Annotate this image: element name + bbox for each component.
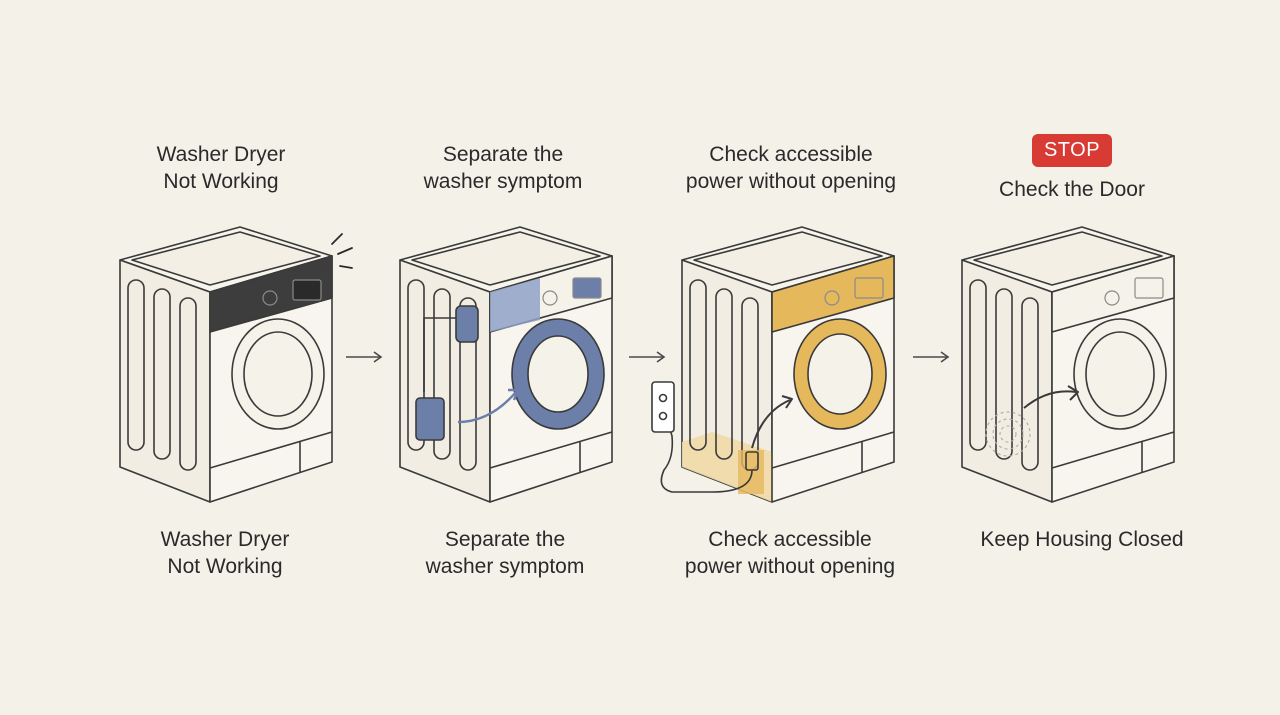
step-2-bottom-label: Separate the washer symptom [425, 528, 585, 578]
washing-machine-icon [119, 226, 353, 503]
step-3-bottom-label: Check accessible power without opening [684, 528, 896, 578]
step-4-top-label: Check the Door [999, 178, 1145, 201]
component-highlight [415, 397, 445, 441]
washing-machine-icon [399, 226, 613, 503]
washing-machine-icon [651, 226, 895, 503]
door-latch-hint [985, 411, 1031, 457]
washer-door [1073, 318, 1167, 430]
washing-machine-icon [961, 226, 1175, 503]
component-highlight [455, 305, 479, 343]
step-2-top-label: Separate the washer symptom [423, 143, 583, 193]
step-1-top-label: Washer Dryer Not Working [156, 143, 286, 193]
step-4-bottom-label: Keep Housing Closed [980, 528, 1184, 551]
power-outlet-icon [651, 381, 675, 433]
control-panel [209, 255, 333, 333]
arrow-right-icon [913, 351, 950, 363]
arrow-right-icon [346, 351, 383, 363]
step-3-top-label: Check accessible power without opening [685, 143, 897, 193]
step-1-bottom-label: Washer Dryer Not Working [160, 528, 290, 578]
arrow-right-icon [629, 351, 666, 363]
stop-badge: STOP [1032, 134, 1112, 167]
alert-lines-icon [331, 233, 353, 269]
washer-door [231, 318, 325, 430]
